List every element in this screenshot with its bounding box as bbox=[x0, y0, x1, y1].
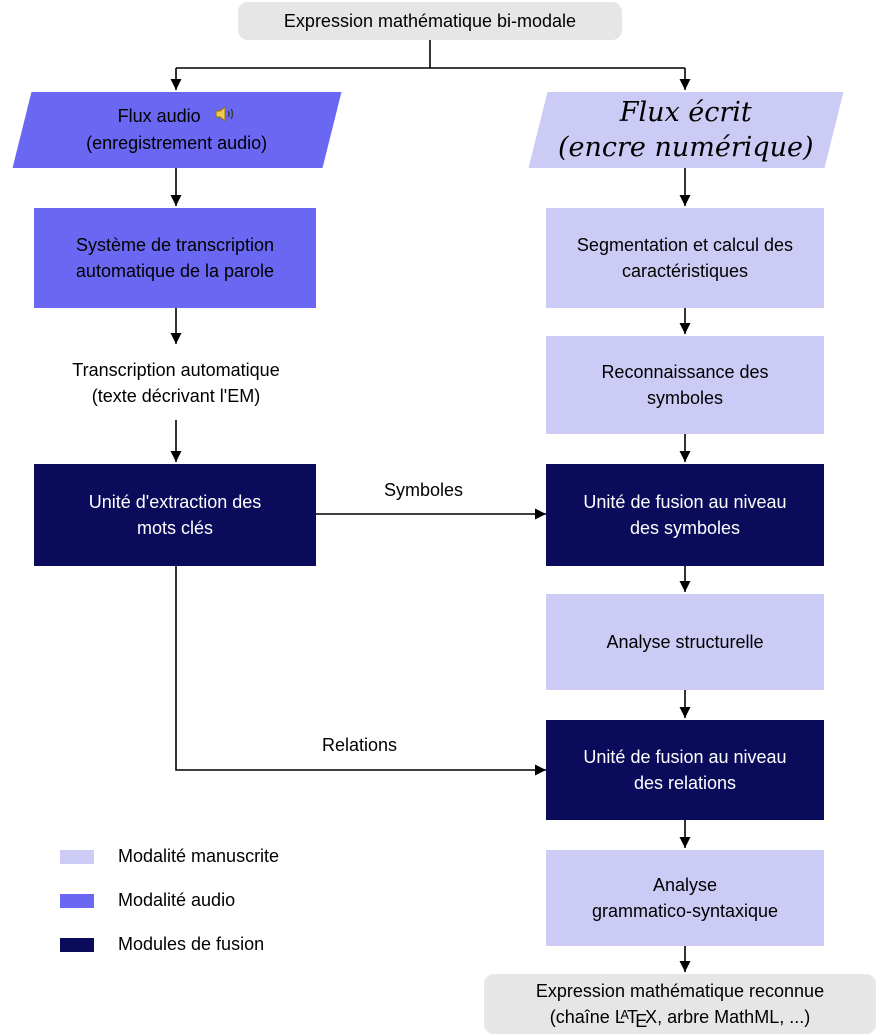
structural-analysis-label: Analyse structurelle bbox=[606, 631, 764, 652]
input-expression-node: Expression mathématique bi-modale bbox=[238, 2, 622, 40]
output-expression-line1: Expression mathématique reconnue bbox=[535, 980, 825, 1001]
output-expression-line2: (chaîne LATEX, arbre MathML, ...) bbox=[549, 1007, 811, 1031]
keyword-extraction-line2: mots clés bbox=[136, 518, 214, 538]
segmentation-node: Segmentation et calcul des caractéristiq… bbox=[546, 208, 824, 308]
legend-label-fusion: Modules de fusion bbox=[118, 934, 265, 954]
audio-stream-subtitle: (enregistrement audio) bbox=[86, 133, 268, 154]
written-stream-title: Flux écrit bbox=[619, 96, 753, 128]
arrow-relations bbox=[175, 566, 546, 776]
keyword-extraction-line1: Unité d'extraction des bbox=[88, 491, 262, 512]
legend-swatch-fusion bbox=[60, 937, 94, 952]
written-stream-subtitle: (encre numérique) bbox=[558, 132, 814, 163]
grammar-analysis-line1: Analyse bbox=[652, 874, 718, 895]
speaker-icon bbox=[214, 105, 236, 131]
latex-logo: LATEX bbox=[614, 1007, 658, 1031]
asr-system-line2: automatique de la parole bbox=[75, 261, 275, 281]
input-expression-label: Expression mathématique bi-modale bbox=[283, 10, 577, 31]
grammar-analysis-line2: grammatico-syntaxique bbox=[591, 901, 779, 921]
legend-swatch-audio bbox=[60, 893, 94, 908]
relation-fusion-line1: Unité de fusion au niveau bbox=[583, 746, 787, 767]
symbol-fusion-line2: des symboles bbox=[629, 518, 741, 538]
legend-swatch-handwritten bbox=[60, 849, 94, 864]
grammar-analysis-node: Analyse grammatico-syntaxique bbox=[546, 850, 824, 946]
legend-item-handwritten: Modalité manuscrite bbox=[60, 846, 279, 867]
symbol-fusion-line1: Unité de fusion au niveau bbox=[583, 491, 787, 512]
symbols-edge-label: Symboles bbox=[384, 480, 464, 500]
symbol-recognition-node: Reconnaissance des symboles bbox=[546, 336, 824, 434]
symbol-recognition-line1: Reconnaissance des bbox=[601, 361, 769, 382]
relation-fusion-line2: des relations bbox=[633, 773, 737, 793]
audio-stream-node: Flux audio (enregistrement audio) bbox=[12, 92, 342, 168]
legend-label-audio: Modalité audio bbox=[118, 890, 236, 910]
relations-edge-label: Relations bbox=[322, 735, 398, 755]
transcription-line2: (texte décrivant l'EM) bbox=[91, 386, 261, 406]
legend-item-audio: Modalité audio bbox=[60, 890, 235, 911]
keyword-extraction-node: Unité d'extraction des mots clés bbox=[34, 464, 316, 566]
symbol-fusion-node: Unité de fusion au niveau des symboles bbox=[546, 464, 824, 566]
audio-stream-title: Flux audio bbox=[117, 106, 202, 127]
asr-system-node: Système de transcription automatique de … bbox=[34, 208, 316, 308]
written-stream-node: Flux écrit (encre numérique) bbox=[528, 92, 844, 168]
relation-fusion-node: Unité de fusion au niveau des relations bbox=[546, 720, 824, 820]
legend-item-fusion: Modules de fusion bbox=[60, 934, 264, 955]
structural-analysis-node: Analyse structurelle bbox=[546, 594, 824, 690]
symbol-recognition-line2: symboles bbox=[646, 388, 724, 408]
output-expression-node: Expression mathématique reconnue (chaîne… bbox=[484, 974, 876, 1034]
asr-system-line1: Système de transcription bbox=[75, 234, 275, 255]
transcription-node: Transcription automatique (texte décriva… bbox=[26, 346, 326, 420]
segmentation-line2: caractéristiques bbox=[621, 261, 749, 281]
transcription-line1: Transcription automatique bbox=[72, 359, 280, 380]
segmentation-line1: Segmentation et calcul des bbox=[576, 234, 794, 255]
legend-label-handwritten: Modalité manuscrite bbox=[118, 846, 280, 866]
